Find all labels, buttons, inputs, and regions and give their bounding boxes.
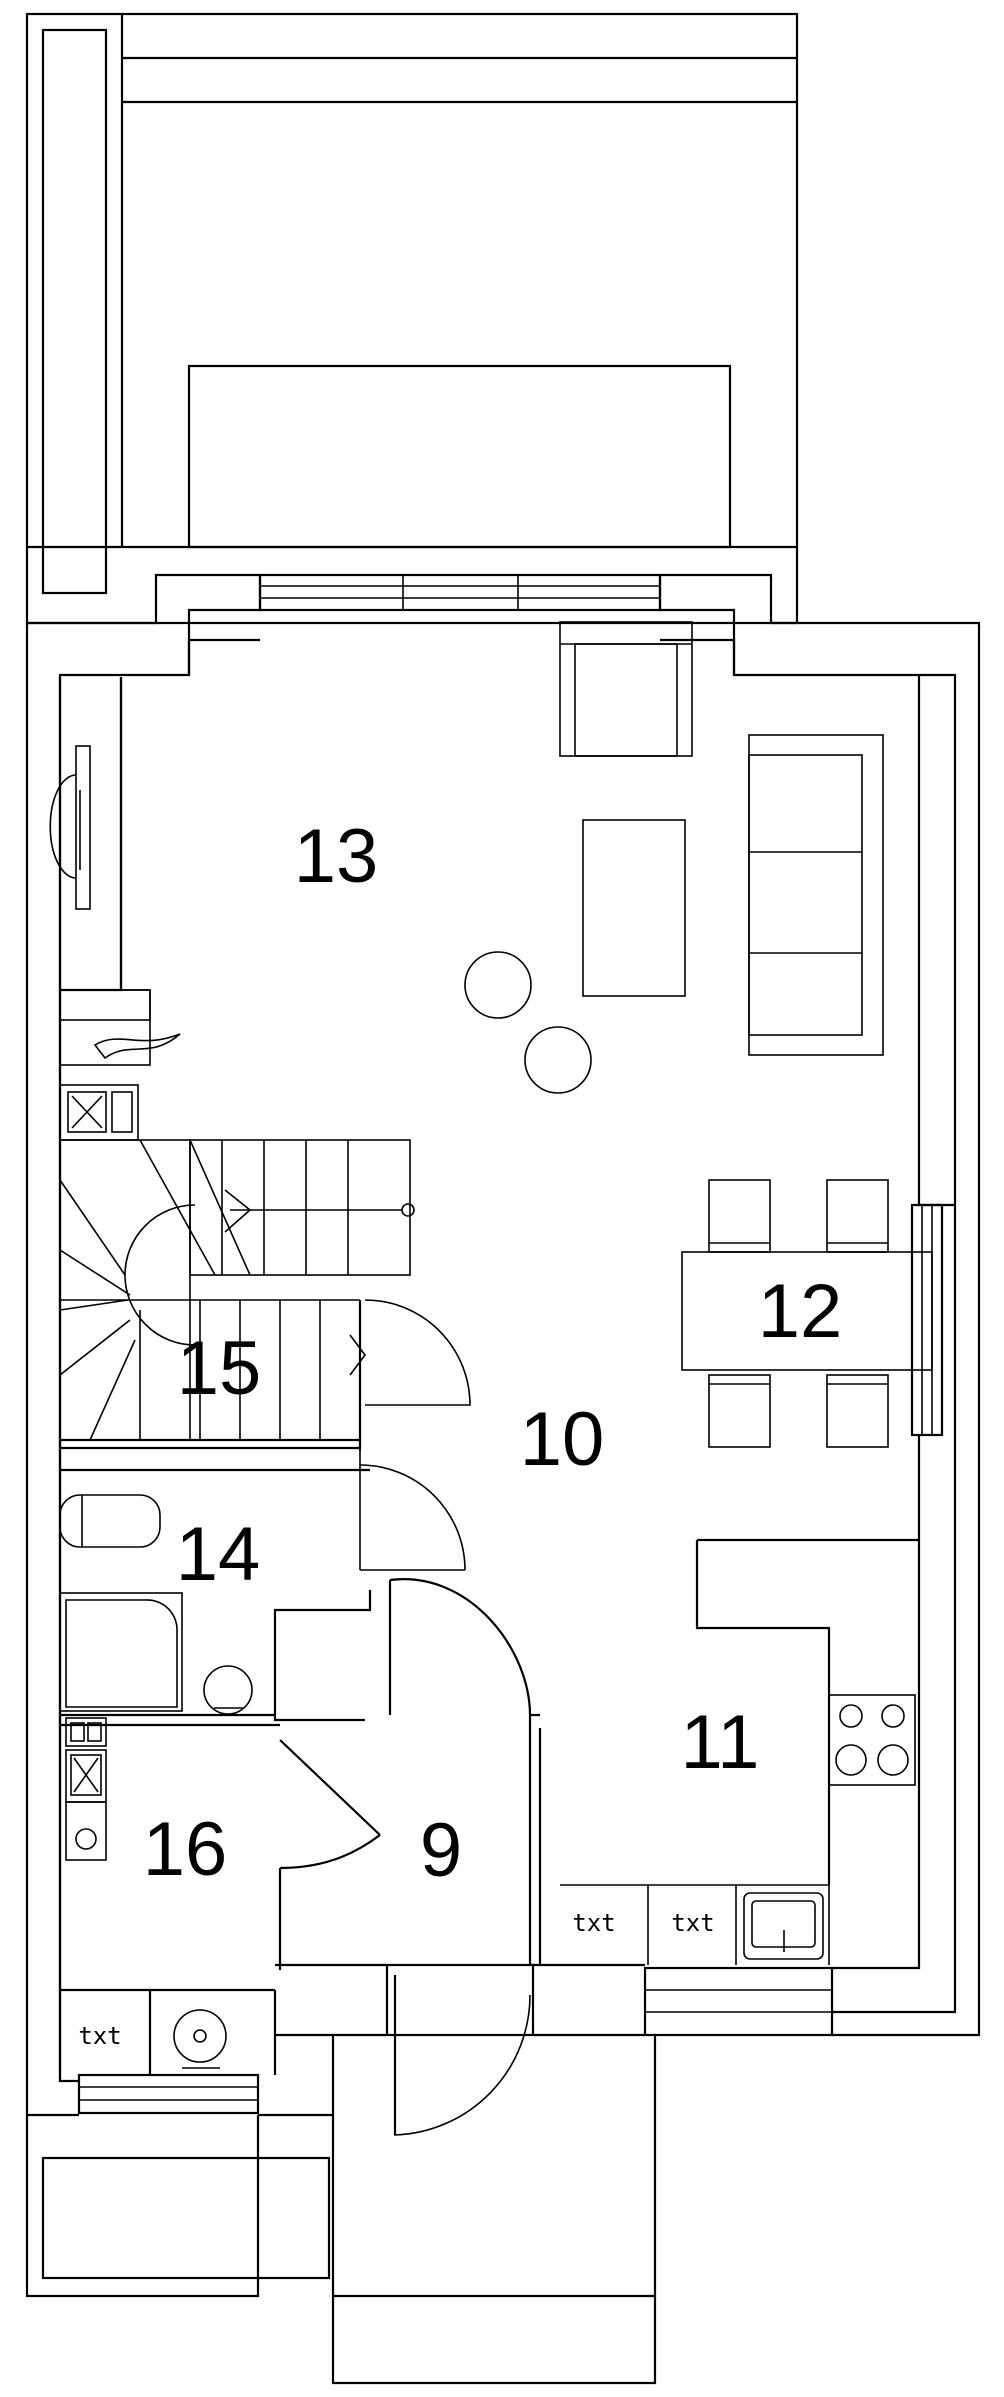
cooktop-icon [828,1694,916,1786]
wc-bottom: txt [60,1988,277,2075]
fireplace-icon [59,989,181,1066]
patio-window [258,573,662,612]
planter-box [41,28,108,595]
sink-icon [173,2009,227,2063]
sink-icon [203,1665,253,1715]
round-stool-icon [524,1026,592,1094]
utility-room: 16 [60,1717,381,1970]
kitchen-window [643,1966,834,2037]
front-door [275,1963,645,2136]
living-room: 13 [49,621,884,1094]
dining-area: 12 [681,1179,933,1448]
exterior-walls [25,573,981,2298]
dining-table [681,1251,933,1371]
kitchen-sink-icon [743,1892,824,1960]
room-number-13: 13 [294,814,379,899]
sofa-icon [748,734,884,1056]
room-number-14: 14 [176,1512,261,1597]
terrace-awning [187,364,732,549]
chair-icon [708,1374,771,1448]
bathroom-window [77,2073,260,2115]
room-number-11: 11 [681,1700,760,1785]
room-number-9: 9 [420,1808,462,1893]
toilet-icon [59,1494,161,1548]
round-stool-icon [464,951,532,1019]
entrance-hall: 9 [388,1578,542,1965]
fixture-label: txt [572,1909,615,1937]
east-window [910,1203,944,1437]
tv-icon [49,745,91,910]
room-number-10: 10 [520,1397,605,1482]
terrace-top [25,12,799,625]
coffee-table [582,819,686,997]
chair-icon [826,1374,889,1448]
bathroom: 14 [59,1450,466,1722]
staircase: 15 [59,1084,471,1450]
shower-tray-icon [65,1599,178,1708]
armchair-icon [559,621,693,757]
chair-icon [826,1179,889,1253]
kitchen: txt txt 11 [560,1538,919,1965]
planter-box [41,2156,331,2280]
room-number-16: 16 [143,1807,228,1892]
bottom-outdoor [41,2035,657,2385]
fixture-label: txt [671,1909,714,1937]
room-number-12: 12 [758,1269,843,1354]
room-number-15: 15 [177,1326,262,1411]
fixture-label: txt [78,2022,121,2050]
chair-icon [708,1179,771,1253]
